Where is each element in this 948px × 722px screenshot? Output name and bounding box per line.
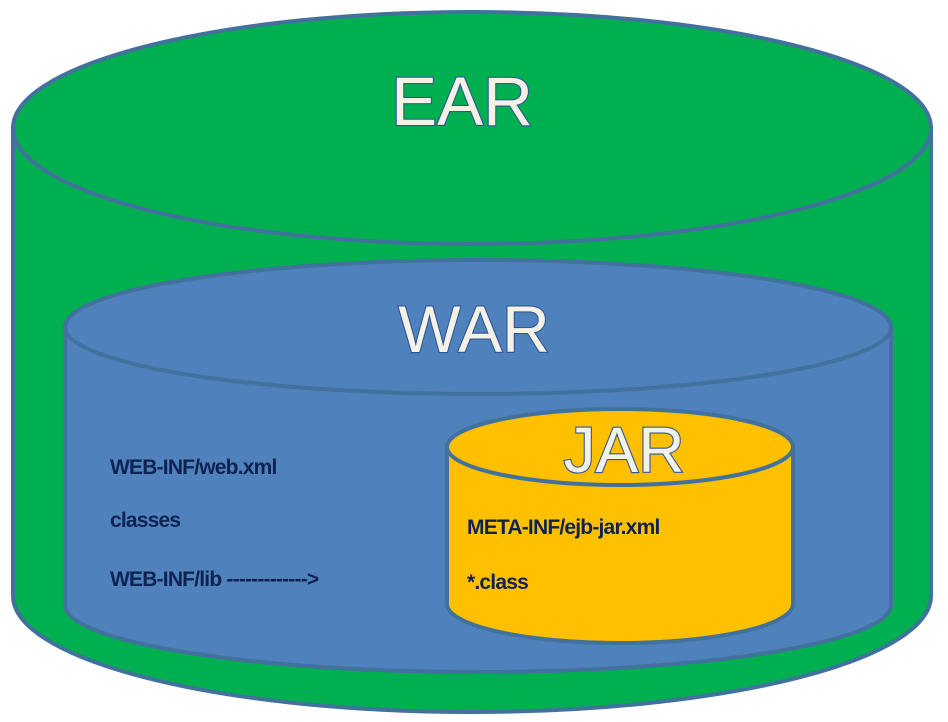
jar-label: JAR [564, 414, 685, 486]
jar-cylinder: JAR META-INF/ejb-jar.xml *.class [445, 407, 795, 645]
ear-label: EAR [391, 63, 533, 140]
jar-item-class-files: *.class [467, 571, 528, 594]
jar-item-ejb-jar-xml: META-INF/ejb-jar.xml [467, 516, 659, 539]
jar-cylinder-top [445, 407, 795, 487]
war-label: WAR [398, 292, 550, 366]
war-item-lib-arrow: WEB-INF/lib -------------> [110, 568, 319, 591]
war-cylinder-top [63, 258, 893, 396]
war-item-web-xml: WEB-INF/web.xml [110, 456, 277, 479]
ear-cylinder-top [11, 10, 933, 246]
war-item-classes: classes [110, 509, 180, 532]
jar-cylinder-body [445, 445, 795, 645]
